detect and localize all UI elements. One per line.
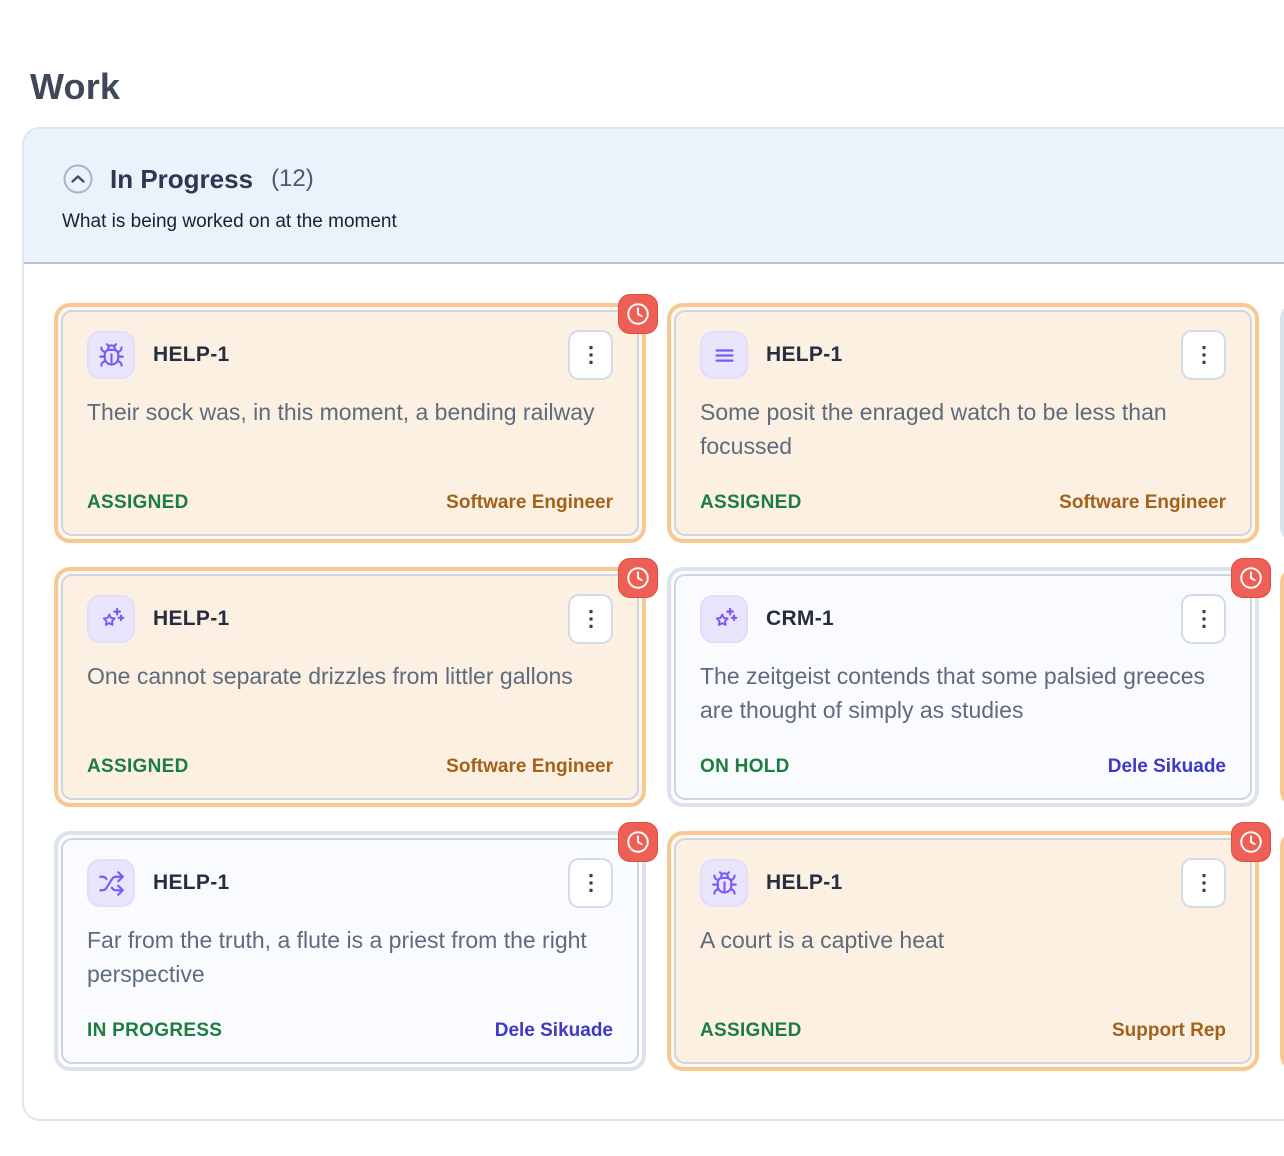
card-body: HELP-1 Far from the truth, a flute is a … [61,838,639,1064]
bug-icon [98,342,124,367]
card-body: HELP-1 Some posit the enraged watch to b… [674,310,1252,536]
work-item-card[interactable] [1280,831,1284,1071]
shuffle-icon [87,859,135,907]
overdue-clock-badge [618,294,658,334]
card-title: The zeitgeist contends that some palsied… [700,663,1206,723]
card-id: HELP-1 [153,871,230,894]
star-sparkle-icon [700,595,748,643]
card-menu-button[interactable] [1181,858,1226,908]
page-title: Work [30,66,121,108]
work-item-card[interactable]: HELP-1 A court is a captive heat ASSIGNE… [667,822,1271,1071]
card-id: HELP-1 [153,607,230,630]
card-status: ASSIGNED [87,756,189,777]
kebab-icon [582,343,600,367]
clock-icon [625,565,651,591]
card-id: HELP-1 [766,343,843,366]
card-menu-button[interactable] [568,330,613,380]
card-assignee: Software Engineer [1059,492,1226,513]
overdue-clock-badge [618,558,658,598]
card-body: CRM-1 The zeitgeist contends that some p… [674,574,1252,800]
kebab-icon [582,607,600,631]
clock-icon [1238,565,1264,591]
card-id: HELP-1 [766,871,843,894]
bug-icon [711,870,737,895]
overdue-clock-badge [618,822,658,862]
work-item-card[interactable]: HELP-1 Far from the truth, a flute is a … [54,822,658,1071]
work-item-card[interactable]: HELP-1 Some posit the enraged watch to b… [667,303,1259,543]
chevron-up-icon [63,164,93,194]
card-status: IN PROGRESS [87,1020,223,1041]
shuffle-icon [98,870,124,896]
card-body: HELP-1 A court is a captive heat ASSIGNE… [674,838,1252,1064]
bug-icon [87,331,135,379]
star-sparkle-icon [102,607,124,626]
section-description: What is being worked on at the moment [62,211,397,232]
overdue-clock-badge [1231,558,1271,598]
work-item-card[interactable]: HELP-1 One cannot separate drizzles from… [54,558,658,807]
section-header: In Progress (12) What is being worked on… [24,129,1284,264]
card-title: A court is a captive heat [700,927,945,953]
card-assignee: Software Engineer [446,756,613,777]
kebab-icon [1195,343,1213,367]
card-status: ASSIGNED [87,492,189,513]
card-menu-button[interactable] [1181,594,1226,644]
work-item-card[interactable] [1280,567,1284,807]
work-item-card[interactable]: CRM-1 The zeitgeist contends that some p… [667,558,1271,807]
align-justify-icon [700,331,748,379]
section-title: In Progress [110,163,254,194]
clock-icon [625,829,651,855]
card-assignee: Dele Sikuade [1107,756,1226,777]
kebab-icon [1195,871,1213,895]
section-count: (12) [271,165,314,192]
card-menu-button[interactable] [568,858,613,908]
card-menu-button[interactable] [1181,330,1226,380]
card-assignee: Support Rep [1112,1020,1226,1041]
star-sparkle-icon [87,595,135,643]
card-title: Some posit the enraged watch to be less … [700,399,1167,459]
bug-icon [700,859,748,907]
in-progress-section: In Progress (12) What is being worked on… [22,127,1284,1121]
card-body: HELP-1 One cannot separate drizzles from… [61,574,639,800]
align-justify-icon [715,348,733,362]
card-assignee: Software Engineer [446,492,613,513]
clock-icon [625,301,651,327]
card-menu-button[interactable] [568,594,613,644]
card-assignee: Dele Sikuade [494,1020,613,1041]
card-status: ASSIGNED [700,492,802,513]
card-title: Far from the truth, a flute is a priest … [87,927,587,987]
card-title: One cannot separate drizzles from little… [87,663,573,689]
overdue-clock-badge [1231,822,1271,862]
card-grid: HELP-1 Their sock was, in this moment, a… [54,294,1284,1071]
kebab-icon [1195,607,1213,631]
card-status: ON HOLD [700,756,790,777]
work-item-card[interactable]: HELP-1 Their sock was, in this moment, a… [54,294,658,543]
work-item-card[interactable] [1280,303,1284,543]
star-sparkle-icon [715,607,737,626]
card-status: ASSIGNED [700,1020,802,1041]
collapse-section-button[interactable] [62,163,94,195]
clock-icon [1238,829,1264,855]
card-id: CRM-1 [766,607,834,630]
card-title: Their sock was, in this moment, a bendin… [87,399,595,425]
card-id: HELP-1 [153,343,230,366]
kebab-icon [582,871,600,895]
card-body: HELP-1 Their sock was, in this moment, a… [61,310,639,536]
